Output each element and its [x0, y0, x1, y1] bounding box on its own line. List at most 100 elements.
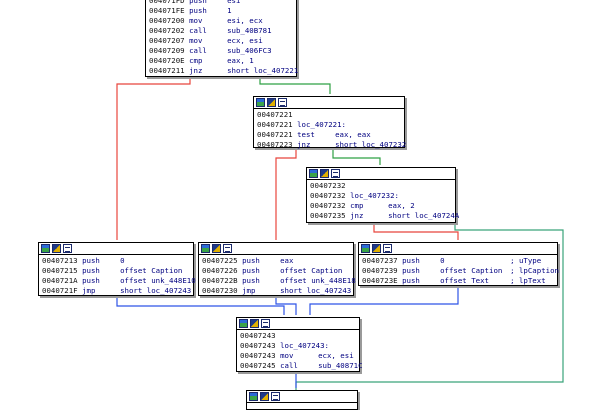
- code-block-node[interactable]: [246, 390, 358, 410]
- instruction-operand: eax: [280, 256, 294, 265]
- graph-icon[interactable]: [320, 169, 329, 178]
- graph-icon[interactable]: [212, 244, 221, 253]
- list-icon[interactable]: [63, 244, 72, 253]
- instruction-mnemonic: call: [189, 26, 207, 35]
- graph-icon[interactable]: [372, 244, 381, 253]
- instruction-address: 00407237: [362, 256, 398, 265]
- color-palette-icon[interactable]: [41, 244, 50, 253]
- instruction-mnemonic: cmp: [189, 56, 203, 65]
- instruction-line[interactable]: 00407243 loc_407243:: [240, 341, 356, 351]
- instruction-line[interactable]: 00407221 test eax, eax: [257, 130, 401, 140]
- color-palette-icon[interactable]: [361, 244, 370, 253]
- code-block-node[interactable]: 00407232 00407232 loc_407232:00407232 cm…: [306, 167, 459, 223]
- instruction-operand: ecx, esi: [227, 36, 263, 45]
- color-palette-icon[interactable]: [256, 98, 265, 107]
- graph-icon[interactable]: [52, 244, 61, 253]
- instruction-operand: 0: [120, 256, 125, 265]
- edge-n5-n7: [275, 296, 297, 315]
- code-block-node[interactable]: 00407243 00407243 loc_407243:00407243 mo…: [236, 317, 363, 372]
- instruction-mnemonic: mov: [280, 351, 294, 360]
- instruction-list: 00407243 00407243 loc_407243:00407243 mo…: [237, 330, 363, 372]
- list-icon[interactable]: [383, 244, 392, 253]
- instruction-operand: sub_40871C: [318, 361, 363, 370]
- edge-n3-n6: [373, 223, 459, 240]
- instruction-line[interactable]: 00407221: [257, 110, 401, 120]
- instruction-operand: 1: [227, 6, 232, 15]
- edge-n1-n2: [259, 77, 331, 94]
- instruction-operand: eax, 2: [388, 201, 415, 210]
- instruction-mnemonic: loc_407243:: [280, 341, 330, 350]
- code-block-node[interactable]: 00407221 00407221 loc_407221:00407221 te…: [253, 96, 406, 150]
- graph-icon[interactable]: [267, 98, 276, 107]
- instruction-address: 00407209: [149, 46, 185, 55]
- instruction-list: 00407232 00407232 loc_407232:00407232 cm…: [307, 180, 459, 222]
- instruction-operand: short loc_407243: [120, 286, 192, 295]
- color-palette-icon[interactable]: [201, 244, 210, 253]
- instruction-operand: offset Caption: [280, 266, 343, 275]
- instruction-address: 00407211: [149, 66, 185, 75]
- list-icon[interactable]: [261, 319, 270, 328]
- list-icon[interactable]: [223, 244, 232, 253]
- node-header: [237, 318, 359, 330]
- list-icon[interactable]: [278, 98, 287, 107]
- color-palette-icon[interactable]: [309, 169, 318, 178]
- edge-n2-n5: [275, 148, 297, 240]
- instruction-line[interactable]: 00407243: [240, 331, 356, 341]
- instruction-operand: eax, 1: [227, 56, 254, 65]
- instruction-mnemonic: call: [189, 46, 207, 55]
- instruction-mnemonic: jmp: [242, 286, 256, 295]
- instruction-mnemonic: push: [82, 256, 100, 265]
- instruction-mnemonic: loc_407221:: [297, 120, 347, 129]
- instruction-mnemonic: call: [280, 361, 298, 370]
- instruction-operand: eax, eax: [335, 130, 371, 139]
- instruction-mnemonic: mov: [189, 16, 203, 25]
- instruction-address: 00407221: [257, 130, 293, 139]
- instruction-line[interactable]: 00407221 loc_407221:: [257, 120, 401, 130]
- instruction-line[interactable]: 00407232 loc_407232:: [310, 191, 452, 201]
- instruction-address: 00407232: [310, 201, 346, 210]
- instruction-mnemonic: jnz: [350, 211, 364, 220]
- instruction-line[interactable]: 00407232: [310, 181, 452, 191]
- instruction-comment: ; lpText: [510, 276, 546, 285]
- instruction-operand: short loc_40724A: [388, 211, 460, 220]
- instruction-address: 00407225: [202, 256, 238, 265]
- instruction-address: 00407215: [42, 266, 78, 275]
- instruction-mnemonic: test: [297, 130, 315, 139]
- instruction-operand: 0: [440, 256, 445, 265]
- color-palette-icon[interactable]: [239, 319, 248, 328]
- graph-icon[interactable]: [250, 319, 259, 328]
- node-header: [359, 243, 557, 255]
- list-icon[interactable]: [331, 169, 340, 178]
